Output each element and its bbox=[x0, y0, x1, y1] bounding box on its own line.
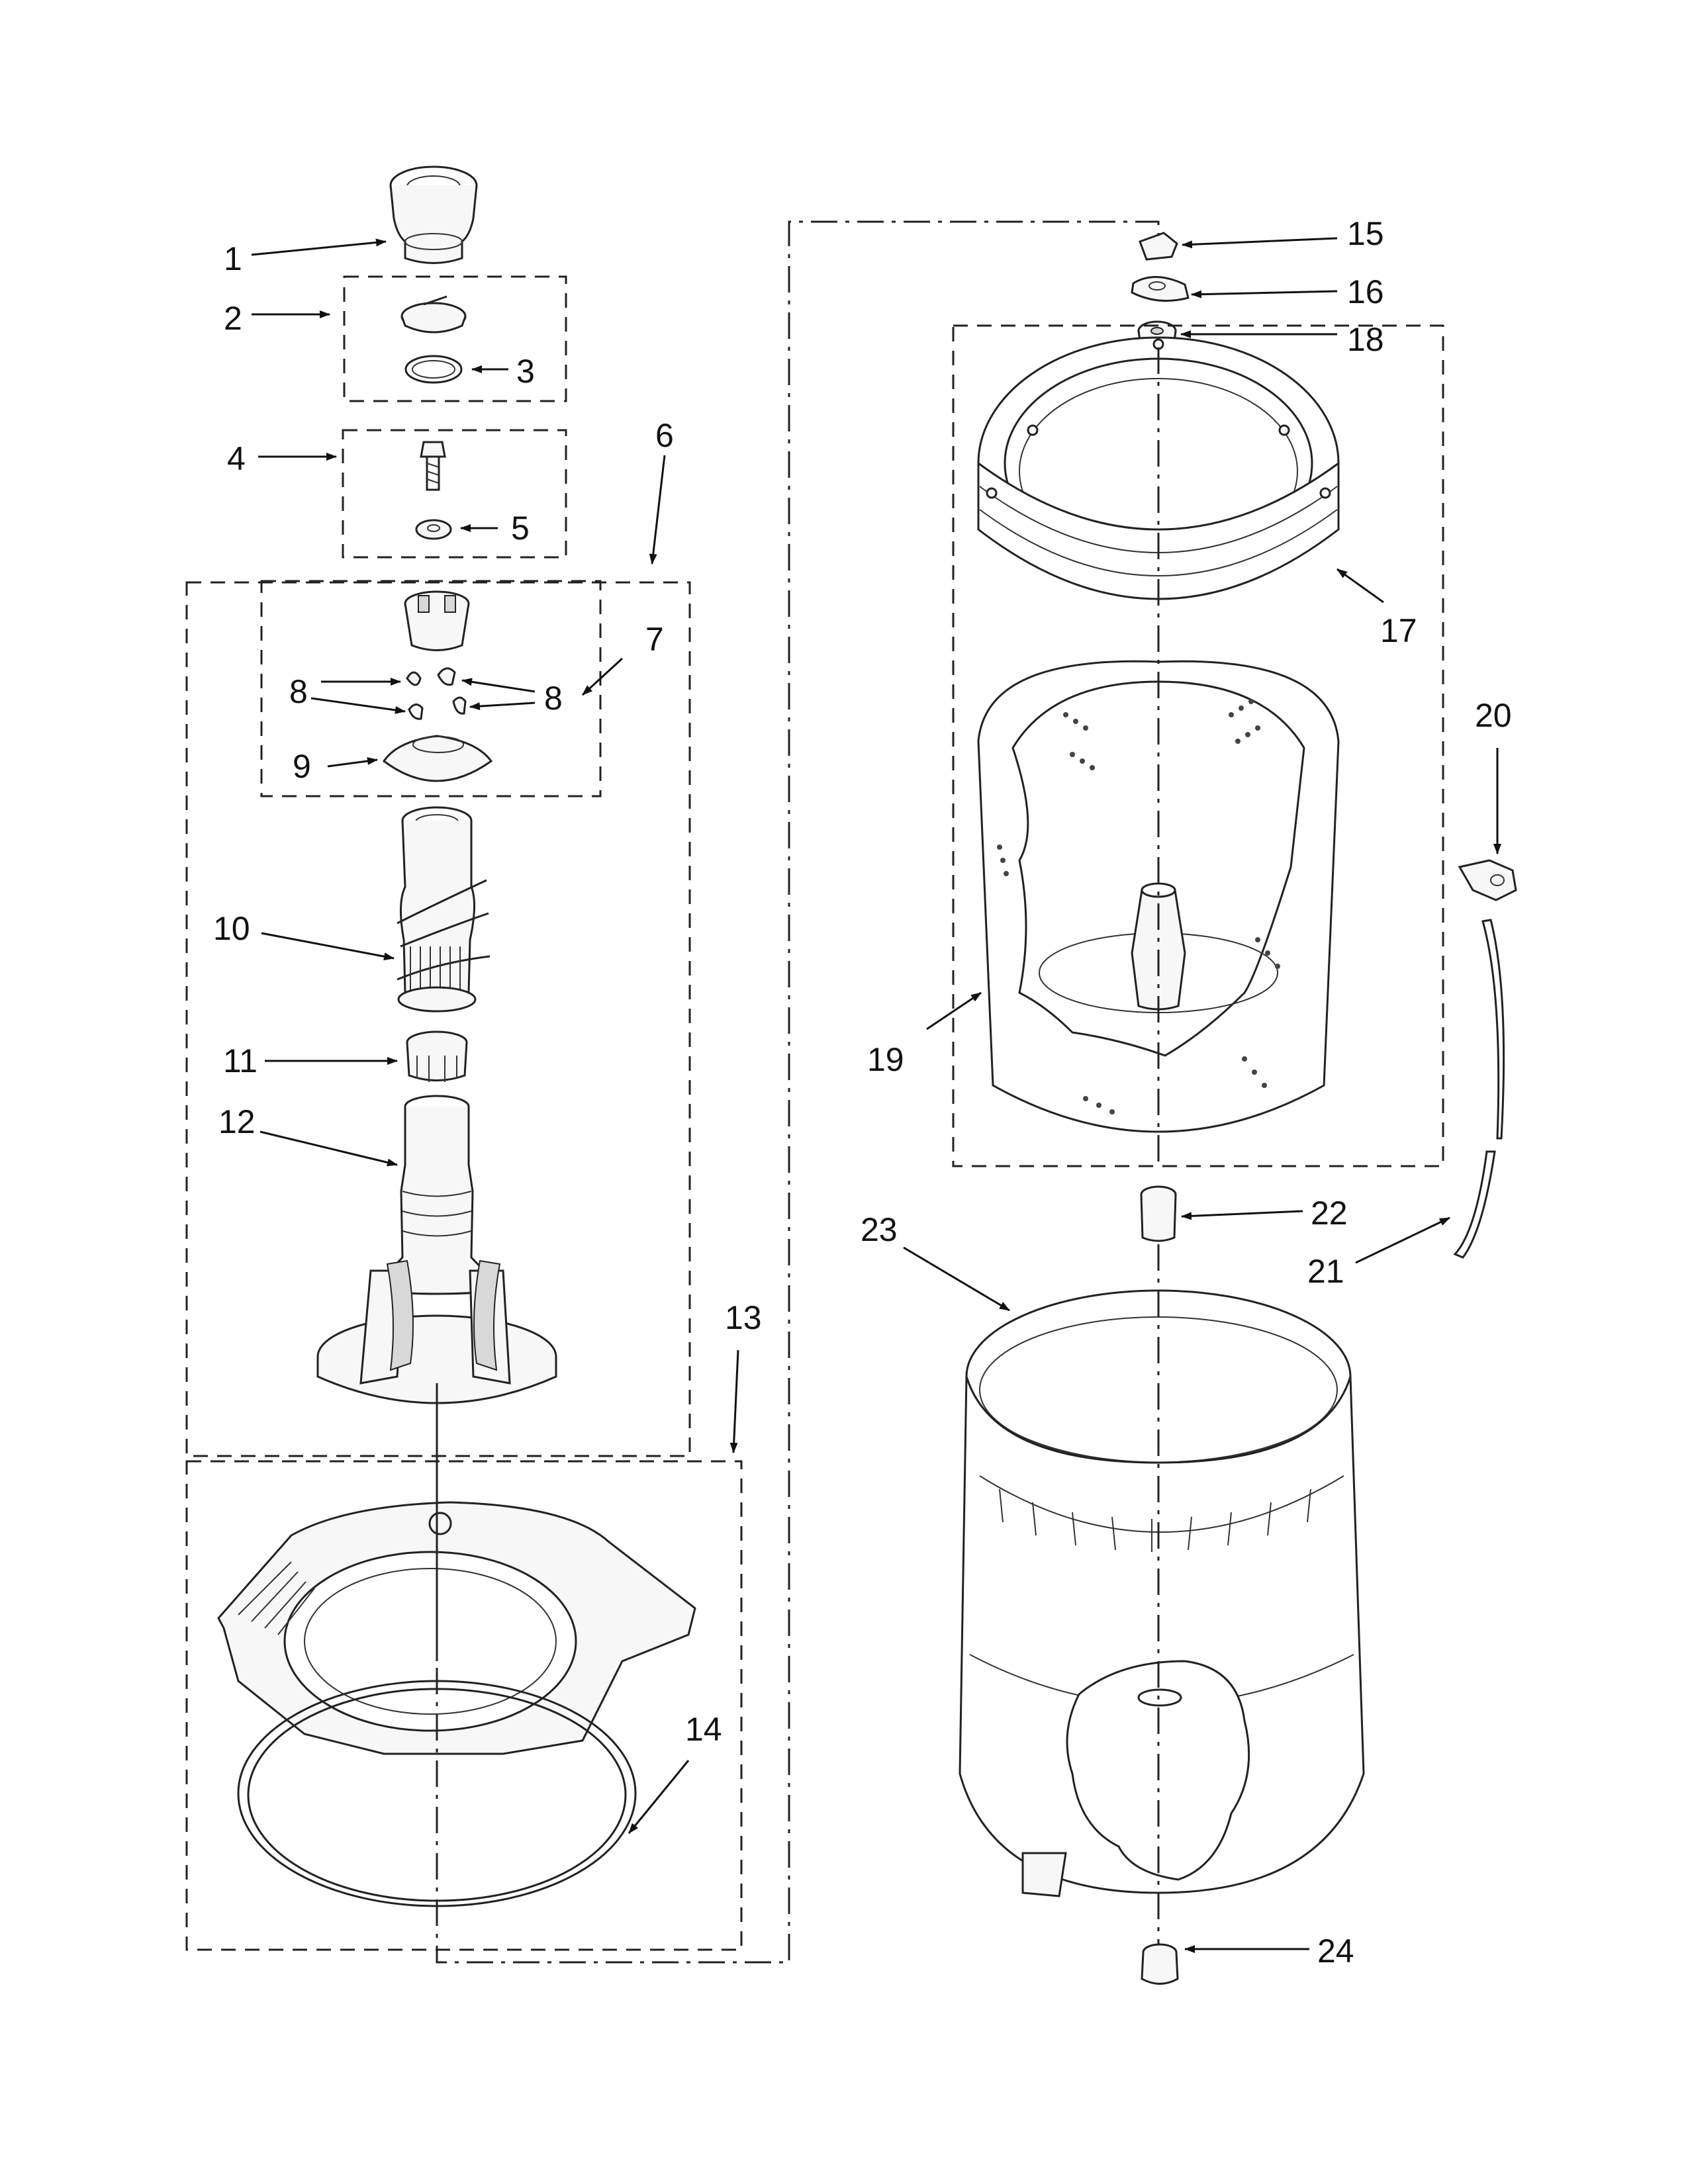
callout-18: 18 bbox=[1347, 321, 1384, 358]
part-21-hose bbox=[1453, 919, 1505, 1259]
part-12-agitator-base bbox=[316, 1095, 557, 1404]
part-9-cam-plate bbox=[382, 735, 493, 782]
part-15-nut bbox=[1139, 232, 1178, 261]
callout-21: 21 bbox=[1307, 1253, 1344, 1290]
callout-10: 10 bbox=[213, 910, 250, 947]
part-3-seal-ring bbox=[404, 355, 463, 384]
callout-8-right: 8 bbox=[544, 680, 563, 717]
part-17-balance-ring bbox=[977, 336, 1340, 600]
part-19-wash-basket bbox=[977, 660, 1340, 1133]
callout-22: 22 bbox=[1311, 1195, 1348, 1232]
callout-24: 24 bbox=[1317, 1933, 1354, 1970]
part-8-dogs bbox=[406, 667, 467, 720]
part-1-agitator-cap bbox=[389, 165, 478, 264]
part-5-washer bbox=[415, 519, 452, 540]
callout-16: 16 bbox=[1347, 273, 1384, 310]
group-box-2 bbox=[343, 275, 567, 402]
group-box-4 bbox=[342, 429, 567, 559]
part-7-cam-assembly bbox=[404, 590, 470, 651]
leader-lines bbox=[251, 237, 1501, 1953]
callout-23: 23 bbox=[861, 1211, 898, 1248]
part-10-agitator-barrel bbox=[397, 806, 491, 1013]
callout-6: 6 bbox=[655, 417, 674, 454]
part-14-tub-ring bbox=[217, 1501, 696, 1907]
group-box-6 bbox=[185, 581, 691, 1457]
part-23-outer-tub bbox=[959, 1289, 1365, 1897]
part-4-bolt bbox=[420, 441, 446, 491]
callout-7: 7 bbox=[645, 621, 664, 658]
part-22-bushing bbox=[1140, 1185, 1177, 1242]
group-box-7 bbox=[260, 580, 602, 797]
callout-9: 9 bbox=[293, 748, 311, 785]
group-box-13 bbox=[185, 1460, 743, 1951]
callout-1: 1 bbox=[224, 240, 242, 277]
part-2-cap-assembly bbox=[400, 295, 467, 334]
callout-11: 11 bbox=[223, 1042, 258, 1079]
callout-17: 17 bbox=[1380, 612, 1417, 649]
callout-14: 14 bbox=[685, 1711, 722, 1748]
part-24-drain-plug bbox=[1141, 1943, 1179, 1985]
part-11-coupler bbox=[406, 1030, 468, 1082]
callout-4: 4 bbox=[227, 440, 246, 477]
part-20-clip bbox=[1458, 859, 1517, 901]
callout-labels: 1 2 3 4 5 6 7 8 8 9 10 11 12 13 14 15 16… bbox=[213, 215, 1512, 1970]
callout-20: 20 bbox=[1475, 697, 1512, 734]
callout-8-left: 8 bbox=[289, 673, 308, 710]
callout-2: 2 bbox=[224, 300, 242, 337]
callout-5: 5 bbox=[511, 510, 530, 547]
group-box-17-19 bbox=[952, 324, 1444, 1167]
callout-13: 13 bbox=[725, 1299, 762, 1336]
callout-15: 15 bbox=[1347, 215, 1384, 252]
part-16-washer bbox=[1131, 276, 1190, 302]
callout-3: 3 bbox=[516, 353, 535, 390]
callout-12: 12 bbox=[218, 1103, 256, 1140]
callout-19: 19 bbox=[867, 1041, 904, 1078]
